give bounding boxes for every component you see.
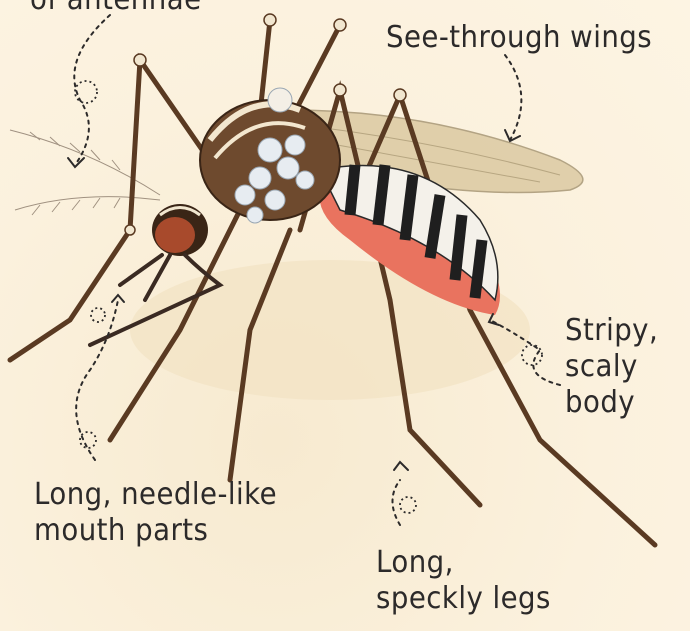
body-label: Stripy, scaly body	[565, 313, 658, 421]
thorax	[200, 88, 340, 223]
wings-label: See-through wings	[386, 20, 652, 56]
body-label-line-2: scaly	[565, 349, 658, 385]
wings-label-text: See-through wings	[386, 20, 652, 55]
mouth-parts-label: Long, needle-like mouth parts	[34, 477, 277, 549]
mouth-label-line-1: Long, needle-like	[34, 477, 277, 513]
antennae-label-text: of antennae	[30, 0, 202, 17]
body-label-line-1: Stripy,	[565, 313, 658, 349]
legs-label: Long, speckly legs	[376, 545, 551, 617]
mouth-label-line-2: mouth parts	[34, 513, 277, 549]
body-label-line-3: body	[565, 385, 658, 421]
legs-label-line-1: Long,	[376, 545, 551, 581]
legs-label-line-2: speckly legs	[376, 581, 551, 617]
antennae-label: of antennae	[30, 0, 202, 18]
head	[152, 204, 208, 256]
